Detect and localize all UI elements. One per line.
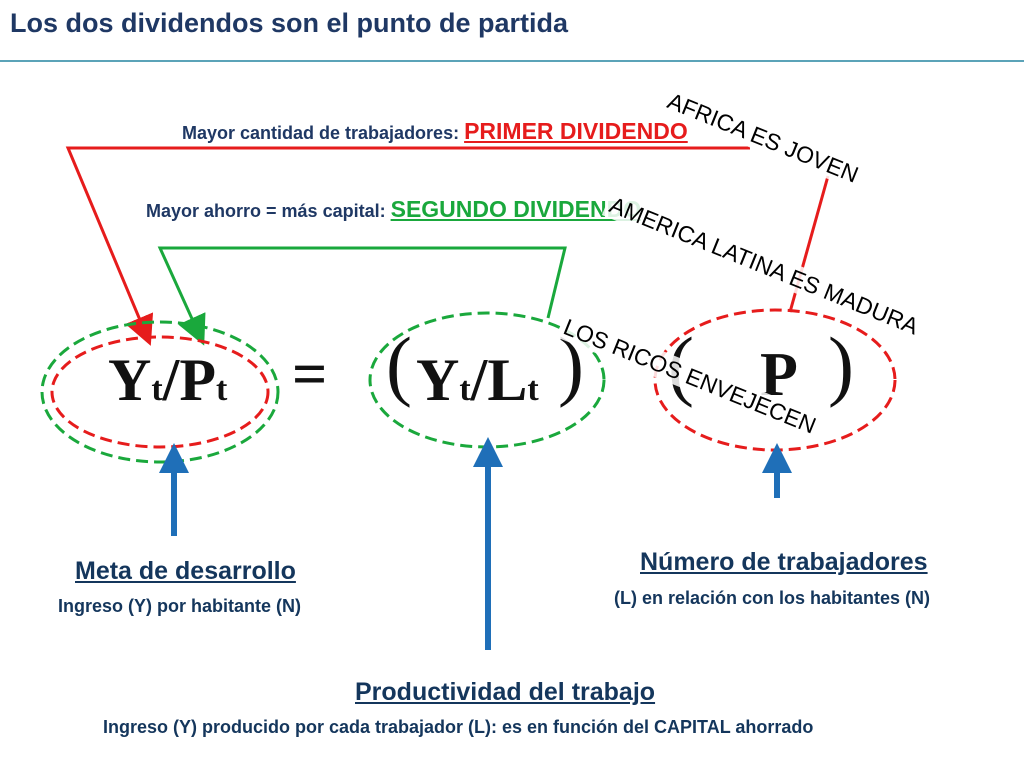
eq-left-y: Y — [108, 347, 152, 413]
eq-left-p: /P — [162, 347, 216, 413]
productividad-title: Productividad del trabajo — [355, 678, 656, 706]
first-dividend-prefix: Mayor cantidad de trabajadores: — [182, 123, 460, 143]
equation-open-paren: ( — [386, 321, 412, 408]
equation-middle-term: Yt/Lt — [416, 346, 539, 415]
title-divider — [0, 60, 1024, 62]
red-connector-line — [65, 146, 750, 346]
productividad-desc: Ingreso (Y) producido por cada trabajado… — [103, 717, 814, 737]
equation-equals: = — [292, 341, 328, 409]
meta-desarrollo-desc: Ingreso (Y) por habitante (N) — [58, 596, 301, 616]
second-dividend-highlight: SEGUNDO DIVIDENDO — [390, 196, 642, 222]
second-dividend-prefix: Mayor ahorro = más capital: — [146, 201, 386, 221]
equation-right-close-paren: ) — [828, 321, 854, 408]
green-connector-line — [157, 246, 567, 346]
eq-mid-l: /L — [470, 347, 528, 413]
equation-left-term: Yt/Pt — [108, 346, 227, 415]
eq-mid-y: Y — [416, 347, 460, 413]
second-dividend-label: Mayor ahorro = más capital: SEGUNDO DIVI… — [146, 196, 641, 223]
first-dividend-label: Mayor cantidad de trabajadores: PRIMER D… — [182, 118, 688, 145]
numero-trabajadores-title: Número de trabajadores — [640, 548, 928, 576]
eq-left-sub-t2: t — [216, 371, 228, 408]
meta-desarrollo-title: Meta de desarrollo — [75, 557, 296, 585]
eq-left-sub-t: t — [151, 371, 163, 408]
slide-title: Los dos dividendos son el punto de parti… — [10, 8, 569, 38]
first-dividend-highlight: PRIMER DIVIDENDO — [464, 118, 688, 144]
eq-mid-sub-t: t — [459, 371, 471, 408]
eq-mid-sub-t2: t — [527, 371, 539, 408]
numero-trabajadores-desc: (L) en relación con los habitantes (N) — [614, 588, 931, 608]
